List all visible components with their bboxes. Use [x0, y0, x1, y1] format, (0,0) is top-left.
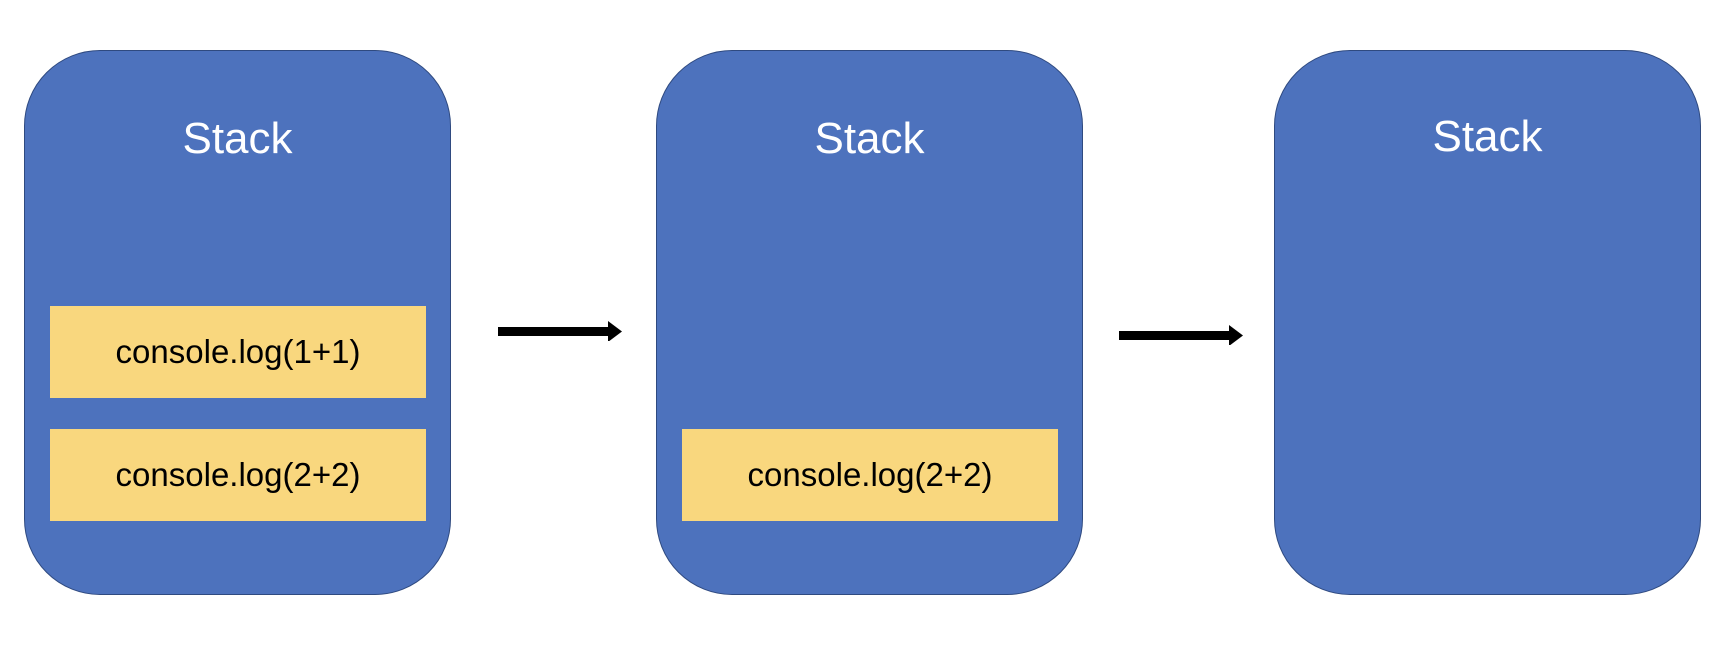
stack-panel-1: Stack console.log(1+1) console.log(2+2): [24, 50, 451, 595]
right-arrow-icon: [498, 321, 622, 341]
stack-panel-3: Stack: [1274, 50, 1701, 595]
stack-panel-2: Stack console.log(2+2): [656, 50, 1083, 595]
stack-frame: console.log(2+2): [50, 429, 426, 521]
stack-frame-label: console.log(1+1): [115, 333, 361, 370]
right-arrow-icon: [1119, 325, 1243, 345]
stack-frame: console.log(1+1): [50, 306, 426, 398]
stack-title: Stack: [182, 114, 293, 163]
stack-title: Stack: [1432, 112, 1543, 161]
stack-frame-label: console.log(2+2): [115, 456, 361, 493]
stack-title: Stack: [814, 114, 925, 163]
stack-frame: console.log(2+2): [682, 429, 1058, 521]
stack-frame-label: console.log(2+2): [747, 456, 993, 493]
